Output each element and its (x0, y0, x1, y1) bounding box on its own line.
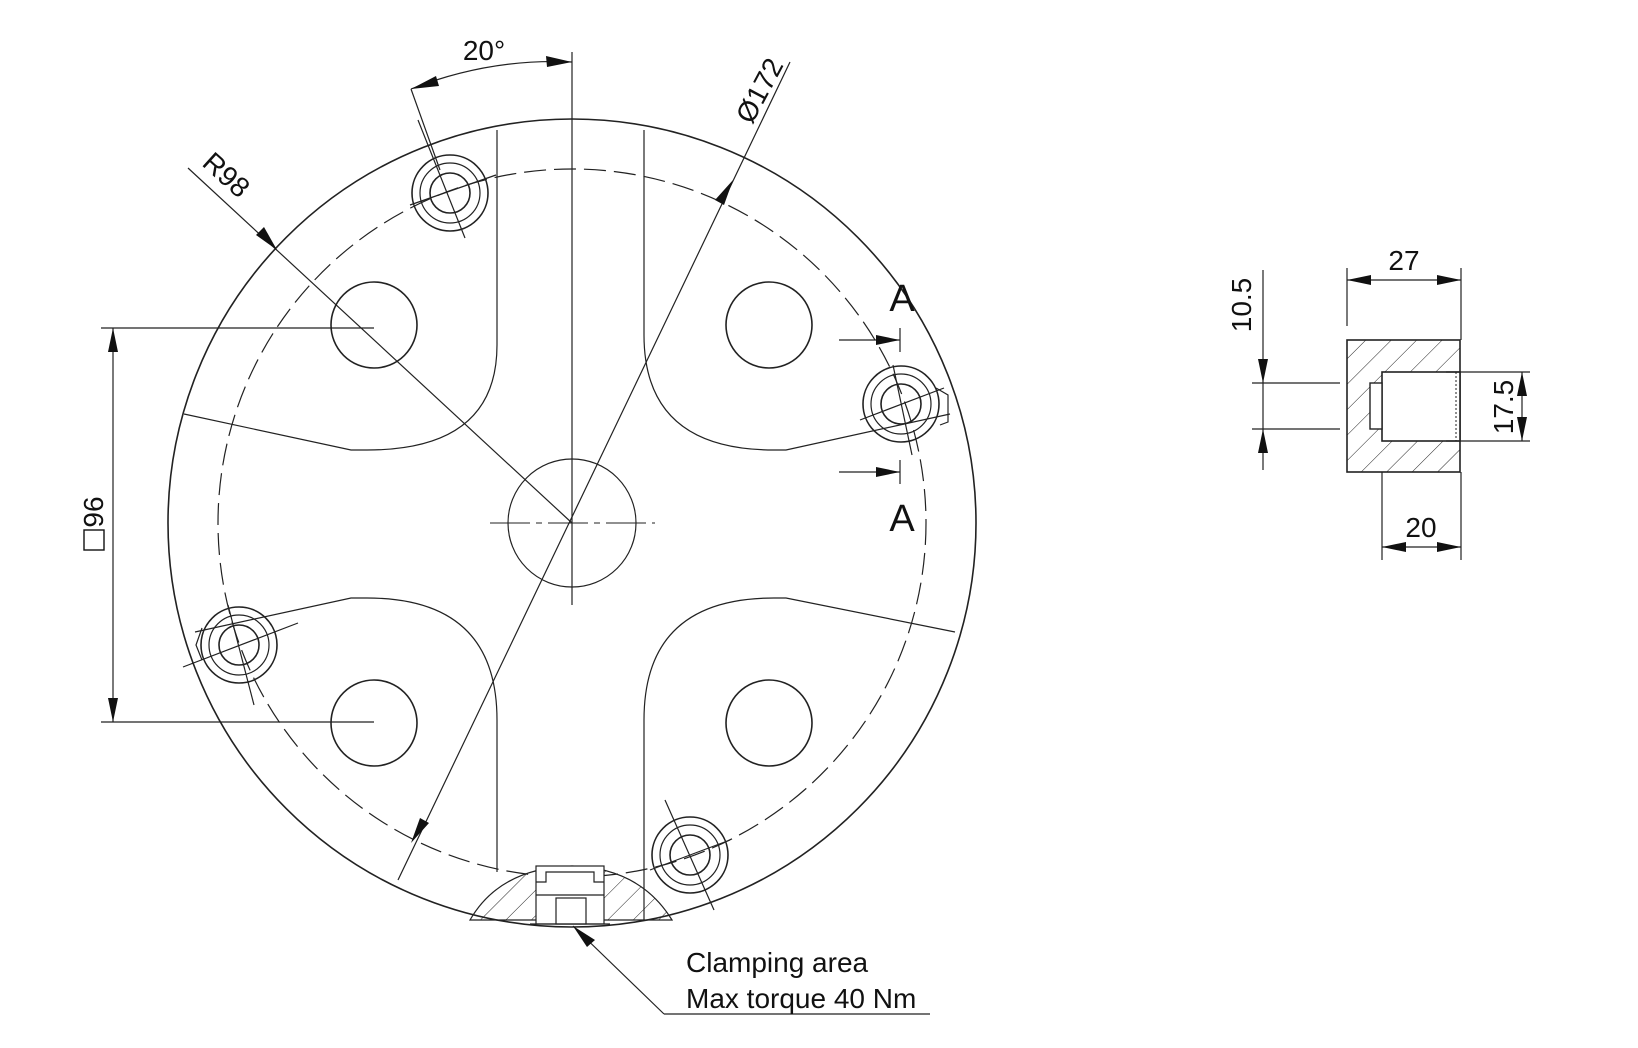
section-height-left: 10.5 (1226, 278, 1257, 333)
note-line-1: Clamping area (686, 947, 869, 978)
section-cut-marks: A A (839, 278, 915, 540)
square-symbol (83, 529, 105, 551)
radius-dimension: R98 (187, 146, 573, 524)
clamping-area-section (468, 865, 674, 925)
section-width-top: 27 (1388, 245, 1419, 276)
bottom-channel-right (643, 597, 956, 920)
section-height-right: 17.5 (1488, 380, 1519, 435)
mounting-hole-bottom-right (725, 679, 813, 767)
left-ear-tab (195, 627, 203, 661)
section-step (1369, 382, 1383, 430)
mounting-hole-bottom-left (330, 679, 418, 767)
mounting-hole-top-left (330, 281, 418, 369)
top-channel-left (183, 130, 498, 451)
section-a-a-view: 27 10.5 17.5 20 (1226, 245, 1530, 560)
right-ear-tab (935, 387, 949, 426)
section-mark-top: A (889, 278, 915, 320)
bolt-hole-right (859, 364, 945, 456)
diameter-dimension: Ø172 (397, 53, 791, 881)
angle-dimension: 20° (410, 35, 573, 171)
clamping-note: Clamping area Max torque 40 Nm (572, 925, 930, 1015)
section-width-bottom: 20 (1405, 512, 1436, 543)
section-bore (1381, 371, 1461, 442)
section-mark-bottom: A (889, 498, 915, 540)
top-channel-right (643, 130, 951, 451)
bottom-channel-left (194, 597, 498, 872)
radius-label: R98 (197, 146, 256, 203)
angle-label: 20° (463, 35, 505, 66)
bolt-hole-top (409, 119, 497, 239)
note-line-2: Max torque 40 Nm (686, 983, 916, 1014)
square-label: 96 (78, 496, 109, 527)
bolt-hole-bottom (649, 799, 731, 911)
diameter-label: Ø172 (730, 53, 790, 128)
flange-front-view (167, 52, 977, 928)
square-dimension: 96 (78, 327, 374, 723)
mounting-hole-top-right (725, 281, 813, 369)
